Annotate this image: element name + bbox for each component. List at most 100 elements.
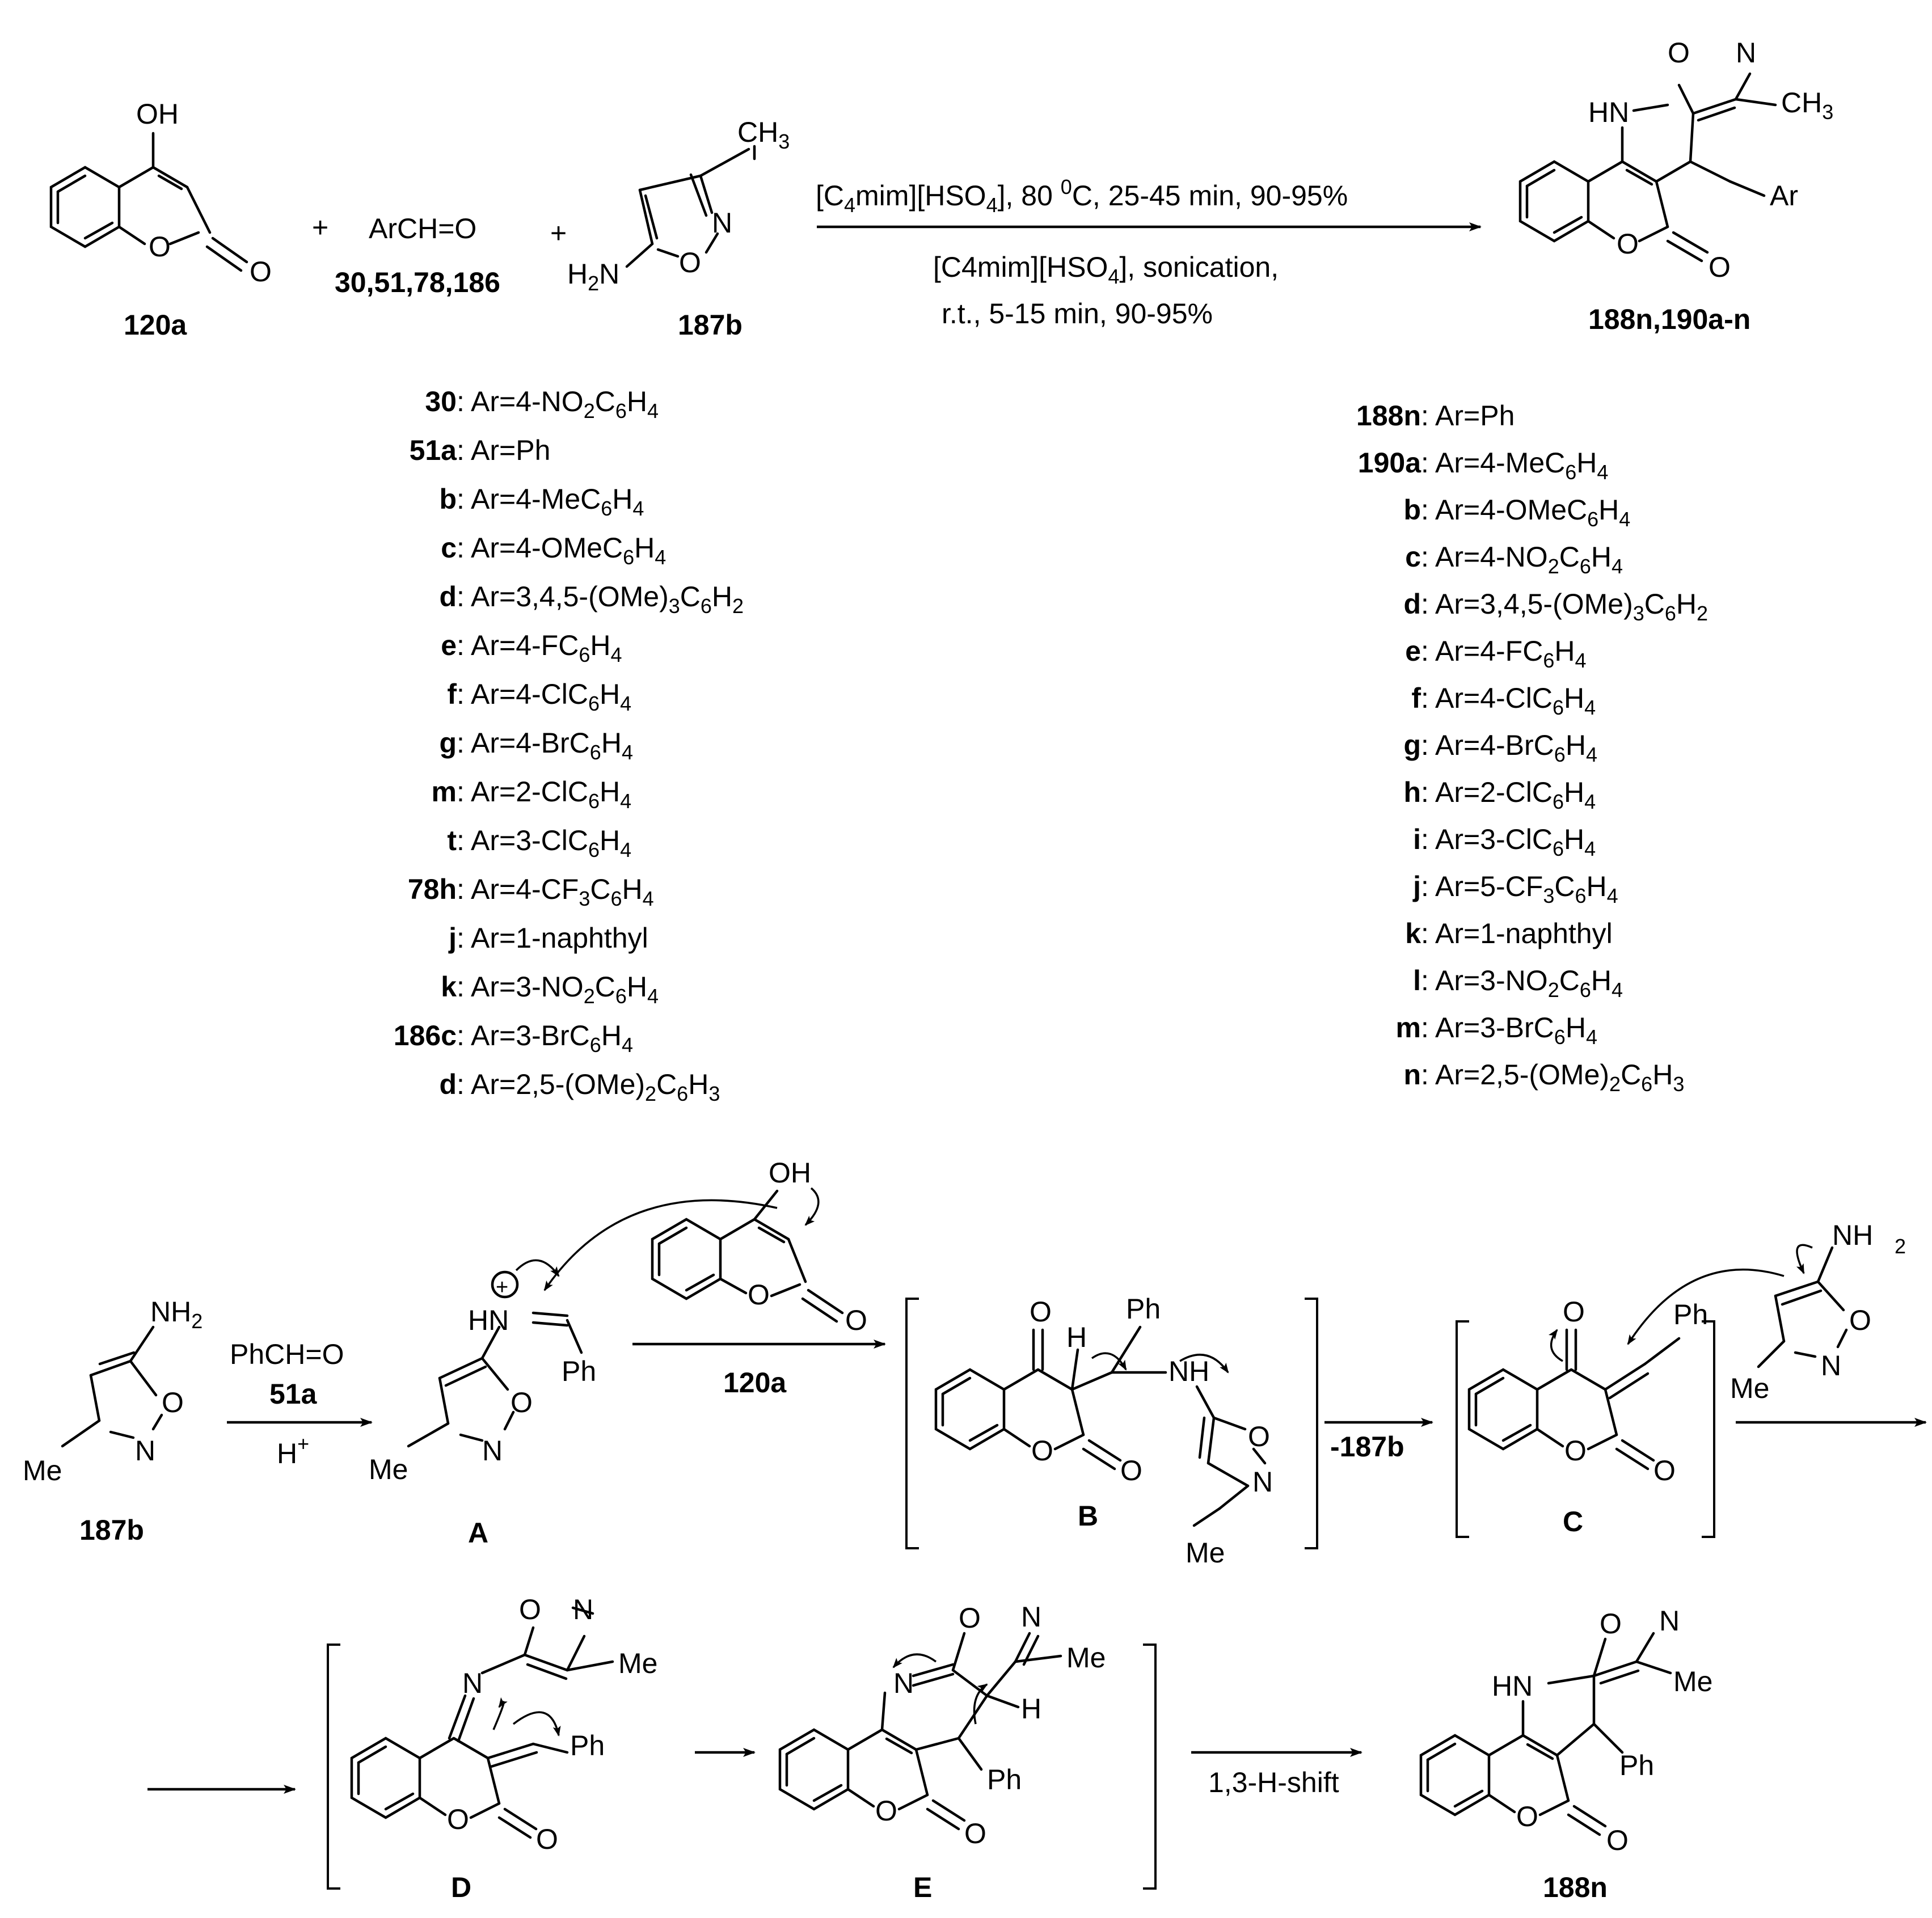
substituent-entry: : Ar=3-NO2C6H4 — [1421, 965, 1623, 1002]
substituent-id: 186c — [394, 1020, 457, 1051]
substituent-id: e — [441, 630, 457, 661]
svg-text:OH: OH — [769, 1157, 811, 1189]
substituent-entry: : Ar=3-NO2C6H4 — [457, 971, 659, 1008]
substituent-id: 188n — [1356, 400, 1421, 432]
h-shift-label: 1,3-H-shift — [1208, 1767, 1339, 1798]
condition-sonication: [C4mim][HSO4], sonication, — [933, 251, 1279, 288]
substituent-entry: : Ar=4-BrC6H4 — [1421, 729, 1597, 766]
reagent-phcho: PhCH=O — [230, 1338, 344, 1370]
condition-thermal: [C4mim][HSO4], 80 0C, 25-45 min, 90-95% — [816, 175, 1348, 217]
substituent-id: 30 — [425, 386, 457, 417]
amino-label: H2N — [567, 258, 619, 295]
substituent-entry: : Ar=Ph — [457, 434, 550, 466]
mech-o: O — [162, 1387, 184, 1418]
substituent-id: h — [1403, 776, 1421, 808]
product-ring-o: O — [1617, 228, 1639, 260]
svg-text:N: N — [573, 1594, 593, 1625]
substituent-entry: : Ar=4-ClC6H4 — [457, 678, 631, 715]
svg-text:NH: NH — [1169, 1355, 1209, 1387]
substituent-id: j — [1412, 871, 1421, 902]
reagent-id: 51a — [269, 1378, 318, 1410]
svg-text:O: O — [1030, 1296, 1052, 1328]
svg-text:Ph: Ph — [1673, 1299, 1708, 1330]
svg-text:120a: 120a — [723, 1367, 787, 1399]
substituent-id: c — [441, 532, 457, 564]
intermediate-B: O H Ph NH O O O N Me B — [905, 1293, 1318, 1569]
substituent-entry: : Ar=4-FC6H4 — [1421, 635, 1587, 672]
ring-oxygen: O — [149, 231, 171, 263]
substituent-entry: : Ar=3-ClC6H4 — [1421, 823, 1596, 860]
aldehyde-formula: ArCH=O — [369, 213, 476, 244]
svg-text:N: N — [1021, 1601, 1041, 1633]
product-methyl: CH3 — [1781, 87, 1833, 124]
mech-amino: NH2 — [150, 1296, 203, 1333]
substituent-entry: : Ar=4-MeC6H4 — [1421, 447, 1608, 484]
plus-sign-2: + — [550, 217, 567, 249]
substituent-entry: : Ar=4-ClC6H4 — [1421, 682, 1596, 719]
hydroxyl-label: OH — [136, 98, 179, 130]
compound-id-120a: 120a — [124, 309, 187, 341]
isoxazole-n: N — [712, 207, 732, 239]
svg-text:N: N — [893, 1667, 914, 1699]
svg-text:A: A — [468, 1517, 488, 1549]
substituent-entry: : Ar=3,4,5-(OMe)3C6H2 — [457, 581, 744, 618]
svg-text:HN: HN — [468, 1304, 509, 1336]
svg-text:Ph: Ph — [570, 1730, 605, 1761]
plus-sign: + — [312, 212, 328, 243]
intermediate-A: + HN Ph O N Me A — [369, 1259, 596, 1549]
compound-aldehyde: ArCH=O 30,51,78,186 — [335, 213, 500, 298]
mech-step1: PhCH=O 51a H+ — [227, 1338, 373, 1469]
substituent-id: e — [1405, 635, 1421, 667]
substituent-id: b — [439, 483, 457, 515]
substituent-entry: : Ar=4-CF3C6H4 — [457, 873, 654, 910]
product-carbonyl-o: O — [1709, 251, 1731, 283]
substituent-id: i — [1413, 823, 1421, 855]
svg-text:HN: HN — [1492, 1670, 1533, 1702]
svg-text:Ph: Ph — [1126, 1293, 1161, 1325]
svg-text:O: O — [875, 1795, 897, 1827]
substituent-entry: : Ar=4-OMeC6H4 — [457, 532, 666, 569]
substituent-id: 78h — [408, 873, 457, 905]
substituent-entry: : Ar=1-naphthyl — [457, 922, 648, 954]
compound-id-product: 188n,190a-n — [1588, 303, 1750, 335]
substituent-entry: : Ar=4-OMeC6H4 — [1421, 494, 1630, 531]
substituent-list-right: : Ar=Ph : Ar=4-MeC6H4 : Ar=4-OMeC6H4 : Ar=4… — [1356, 400, 1708, 1096]
substituent-entry: : Ar=5-CF3C6H4 — [1421, 871, 1618, 907]
svg-text:E: E — [913, 1871, 932, 1903]
svg-text:2: 2 — [1895, 1235, 1906, 1258]
substituent-entry: : Ar=Ph — [1421, 400, 1515, 432]
substituent-entry: : Ar=4-BrC6H4 — [457, 727, 633, 764]
substituent-entry: : Ar=1-naphthyl — [1421, 918, 1613, 949]
svg-text:O: O — [511, 1387, 533, 1418]
substituent-entry: : Ar=2-ClC6H4 — [457, 776, 631, 813]
substituent-entry: : Ar=3-BrC6H4 — [1421, 1012, 1597, 1049]
substituent-id: 190a — [1358, 447, 1421, 479]
svg-text:N: N — [1252, 1466, 1273, 1498]
compound-id-187b: 187b — [678, 309, 743, 341]
substituent-entry: : Ar=3-ClC6H4 — [457, 825, 631, 861]
aldehyde-ids: 30,51,78,186 — [335, 267, 500, 298]
compound-id-187b-mech: 187b — [79, 1514, 144, 1546]
product-nh: HN — [1588, 96, 1629, 128]
svg-text:O: O — [1516, 1801, 1538, 1832]
substituent-id: l — [1413, 965, 1421, 996]
substituent-id: k — [441, 971, 457, 1003]
intermediate-C: O Ph O O C — [1456, 1296, 1715, 1538]
svg-text:Me: Me — [1066, 1642, 1106, 1674]
svg-text:O: O — [536, 1823, 558, 1855]
product-isoxazole-n: N — [1736, 37, 1756, 69]
svg-text:Me: Me — [1730, 1372, 1769, 1404]
svg-text:O: O — [447, 1803, 469, 1835]
substituent-id: k — [1405, 918, 1421, 949]
substituent-id: f — [447, 678, 457, 710]
svg-text:O: O — [1564, 1435, 1587, 1467]
svg-text:N: N — [462, 1667, 483, 1699]
svg-text:N: N — [482, 1435, 503, 1467]
mech-amine-2: NH 2 O N Me — [1627, 1219, 1906, 1404]
substituent-id: j — [448, 922, 457, 954]
svg-text:Me: Me — [1673, 1666, 1712, 1697]
svg-text:+: + — [496, 1275, 508, 1299]
svg-text:O: O — [959, 1602, 981, 1634]
svg-text:N: N — [1659, 1605, 1680, 1637]
